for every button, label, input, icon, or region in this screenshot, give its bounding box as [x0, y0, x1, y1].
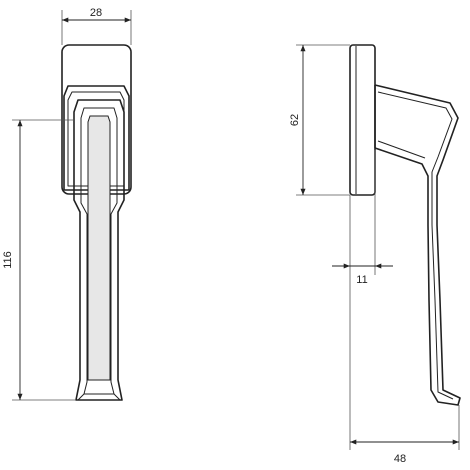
dim-label-62: 62	[289, 114, 301, 126]
dim-rose-thickness: 11	[332, 150, 393, 450]
front-view	[61, 44, 132, 401]
side-lever-outer	[374, 84, 461, 406]
dim-label-28: 28	[90, 7, 102, 19]
dim-rose-width: 28	[61, 7, 132, 45]
dim-label-11: 11	[356, 274, 367, 286]
dim-handle-projection: 48	[350, 405, 460, 465]
side-view	[349, 44, 461, 406]
front-boss	[63, 85, 130, 191]
dim-rose-height: 62	[289, 44, 350, 196]
dim-label-48: 48	[394, 453, 406, 465]
side-lever-inner	[377, 91, 454, 400]
side-rose-plate	[349, 44, 376, 196]
dim-label-116: 116	[2, 251, 14, 269]
front-lever-face	[87, 115, 111, 381]
dim-handle-length: 116	[2, 119, 76, 401]
front-lever-outer	[73, 99, 125, 401]
